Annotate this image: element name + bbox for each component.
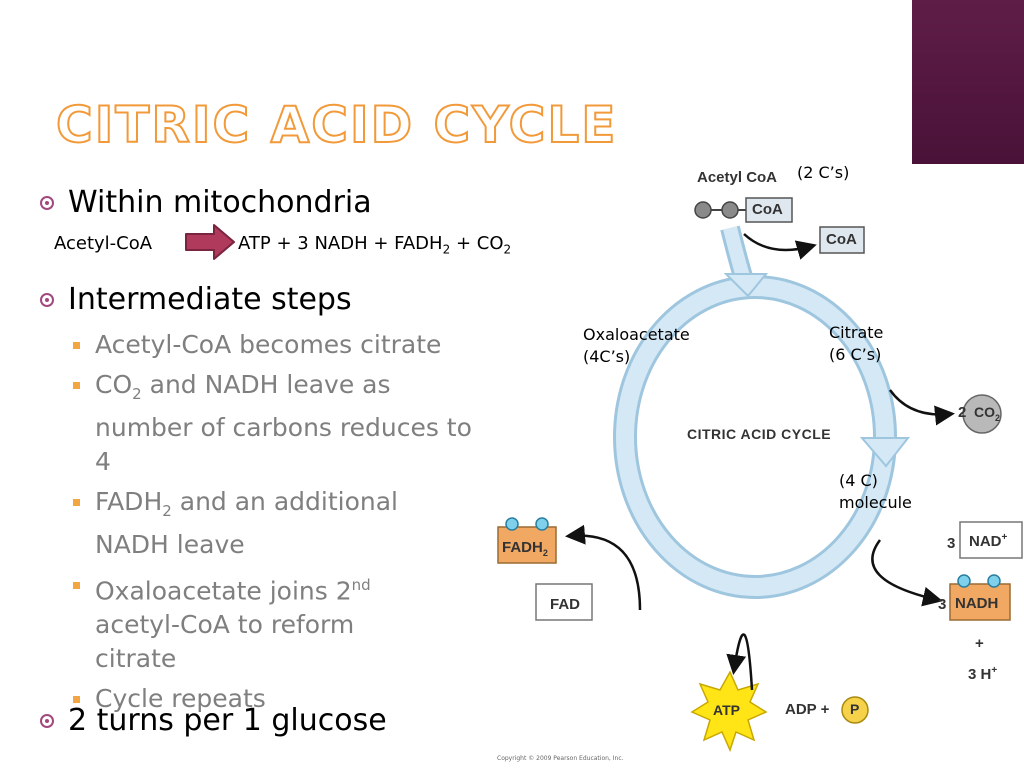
nad-label: NAD+	[969, 532, 1008, 550]
electron-icon	[957, 574, 971, 588]
fadh2-box	[497, 526, 557, 564]
fadh2-label: FADH2	[502, 539, 548, 558]
square-bullet-icon	[73, 342, 80, 349]
adp-label: ADP +	[785, 701, 830, 718]
acetyl-coa-label: Acetyl CoA	[697, 169, 778, 186]
co2-label: CO2	[974, 404, 1001, 423]
square-bullet-icon	[73, 382, 80, 389]
nad-box	[959, 521, 1023, 559]
coa-box	[745, 197, 793, 223]
carbon-atom-icon	[721, 201, 739, 219]
carbon-atom-icon	[694, 201, 712, 219]
list-item: Cycle repeats	[73, 682, 495, 716]
cycle-graphics	[497, 197, 1023, 753]
square-bullet-icon	[73, 499, 80, 506]
citrate-label: Citrate(6 C’s)	[829, 323, 884, 364]
equation-reactant: Acetyl-CoA	[54, 233, 153, 254]
bullet-intermediate-steps: Intermediate steps	[40, 283, 352, 316]
square-bullet-icon	[73, 696, 80, 704]
phosphate-label: P	[850, 701, 860, 717]
corner-accent	[912, 0, 1024, 164]
co2-molecule-icon	[962, 394, 1002, 434]
bullet-within-mitochondria: Within mitochondria	[40, 186, 372, 219]
coa-attached-label: CoA	[752, 201, 783, 218]
electron-icon	[535, 517, 549, 531]
intermediate-steps-list: Acetyl-CoA becomes citrate CO2 and NADH …	[73, 328, 495, 722]
plus-sign: +	[975, 635, 984, 652]
reaction-arrow-icon	[185, 224, 235, 260]
copyright-notice: Copyright © 2009 Pearson Education, Inc.	[497, 755, 624, 762]
ring-arrow-icon	[859, 437, 911, 468]
fad-label: FAD	[550, 596, 580, 613]
four-carbon-molecule-label: (4 C)molecule	[839, 471, 912, 512]
bullet-icon	[40, 293, 54, 307]
bullet-icon	[40, 714, 54, 728]
phosphate-icon	[841, 696, 869, 724]
co2-coefficient: 2	[958, 404, 967, 421]
ring-arrow-icon	[723, 273, 769, 298]
coa-released-box	[819, 226, 865, 254]
list-item: Oxaloacetate joins 2nd acetyl-CoA to ref…	[73, 568, 415, 676]
electron-icon	[505, 517, 519, 531]
nadh-coefficient: 3	[938, 596, 947, 613]
hydrogen-label: 3 H+	[968, 665, 998, 683]
atp-star-icon	[690, 670, 768, 753]
slide-title: Citric Acid Cycle	[55, 96, 618, 154]
fad-box	[535, 583, 593, 621]
list-item: FADH2 and an additional NADH leave	[73, 485, 445, 562]
electron-icon	[987, 574, 1001, 588]
equation-products: ATP + 3 NADH + FADH2 + CO2	[238, 233, 512, 257]
square-bullet-icon	[73, 582, 80, 589]
list-item: CO2 and NADH leave as number of carbons …	[73, 368, 480, 479]
citric-acid-cycle-diagram	[490, 150, 1024, 762]
nadh-label: NADH	[955, 595, 999, 612]
bullet-icon	[40, 196, 54, 210]
nad-coefficient: 3	[947, 535, 956, 552]
list-item: Acetyl-CoA becomes citrate	[73, 328, 495, 362]
cycle-center-label: Citric Acid Cycle	[687, 426, 832, 442]
atp-label: ATP	[713, 702, 740, 718]
bullet-two-turns: 2 turns per 1 glucose	[40, 704, 387, 737]
two-carbons-label: (2 C’s)	[797, 163, 850, 182]
oxaloacetate-label: Oxaloacetate(4C’s)	[583, 325, 690, 366]
coa-released-label: CoA	[826, 231, 857, 248]
nadh-box	[949, 583, 1011, 621]
